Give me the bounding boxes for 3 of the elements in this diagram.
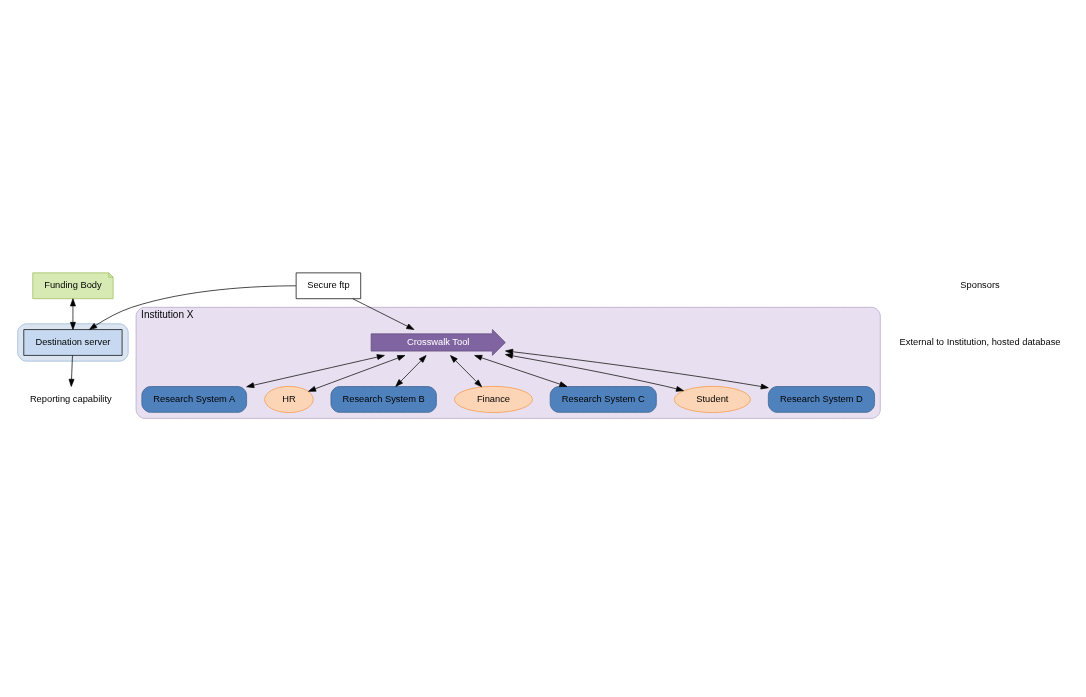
node-text: Reporting capability: [29, 393, 112, 404]
label: External to Institution, hosted database: [899, 336, 1061, 347]
label: Sponsors: [960, 280, 1000, 291]
